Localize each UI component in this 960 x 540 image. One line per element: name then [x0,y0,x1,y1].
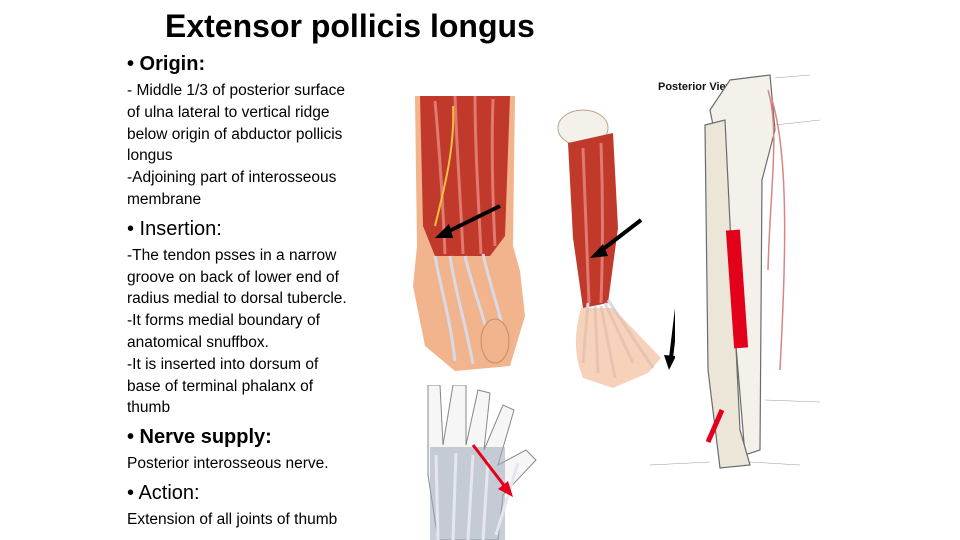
insertion-line: radius medial to dorsal tubercle. [127,290,347,308]
posterior-arm-illustration [557,109,675,388]
action-heading: • Action: [127,481,200,504]
insertion-heading: • Insertion: [127,217,222,240]
insertion-line: -It is inserted into dorsum of [127,355,319,373]
origin-line: -Adjoining part of interosseous [127,169,337,187]
forearm-muscle-mass [420,96,510,256]
origin-line: of ulna lateral to vertical ridge [127,103,330,121]
description-column: • Origin: - Middle 1/3 of posterior surf… [127,52,383,531]
origin-line: membrane [127,190,202,208]
arm-muscle-mass [568,133,618,308]
origin-section: • Origin: - Middle 1/3 of posterior surf… [127,52,383,211]
insertion-line: base of terminal phalanx of [127,377,314,395]
pointer-arrow-shaft [471,444,508,489]
insertion-text: -The tendon psses in a narrow groove on … [127,245,383,419]
posterior-interosseous-nerve [434,105,455,227]
insertion-line: thumb [127,399,171,417]
hand-outline [575,308,661,388]
insertion-marker [705,408,725,444]
origin-heading: • Origin: [127,53,206,75]
slide-title: Extensor pollicis longus [165,8,535,44]
arm-muscle-fibers [581,142,604,304]
origin-line: longus [127,147,173,165]
nerve-supply-text: Posterior interosseous nerve. [127,455,329,473]
bone-annotation-labels [650,74,821,466]
radius-bone [704,119,751,469]
insertion-line: -It forms medial boundary of [127,312,320,330]
origin-text: - Middle 1/3 of posterior surface of uln… [127,80,383,211]
thumb-base [480,318,510,364]
insertion-line: groove on back of lower end of [127,268,339,286]
action-text: Extension of all joints of thumb [127,510,338,528]
nerve-supply-heading: • Nerve supply: [127,426,272,449]
pointer-arrow-head [435,224,453,238]
pointer-arrow-shaft [442,204,501,236]
origin-marker [725,229,749,349]
pointer-arrow-shaft [669,307,675,359]
insertion-line: -The tendon psses in a narrow [127,246,337,264]
radius-ulna-posterior-view: Posterior View [650,74,821,469]
insertion-line: anatomical snuffbox. [127,333,269,351]
nerve-supply-section: • Nerve supply: Posterior interosseous n… [127,425,383,475]
muscle-attachment-lines [767,89,786,371]
origin-line: - Middle 1/3 of posterior surface [127,82,345,99]
action-section: • Action: Extension of all joints of thu… [127,481,383,531]
hand-tendons [434,452,520,540]
muscle-fibers [433,96,497,255]
pointer-arrow-head [664,355,675,370]
pointer-arrow-head [590,244,608,258]
pointer-arrow-shaft [596,218,643,255]
pointer-arrow-head [498,481,513,497]
forearm-muscles-illustration [413,96,525,371]
origin-line: below origin of abductor pollicis [127,125,343,143]
extensor-tendons [433,253,509,365]
posterior-view-label: Posterior View [658,81,735,93]
dorsal-hand-illustration [427,385,537,540]
insertion-section: • Insertion: -The tendon psses in a narr… [127,217,383,419]
